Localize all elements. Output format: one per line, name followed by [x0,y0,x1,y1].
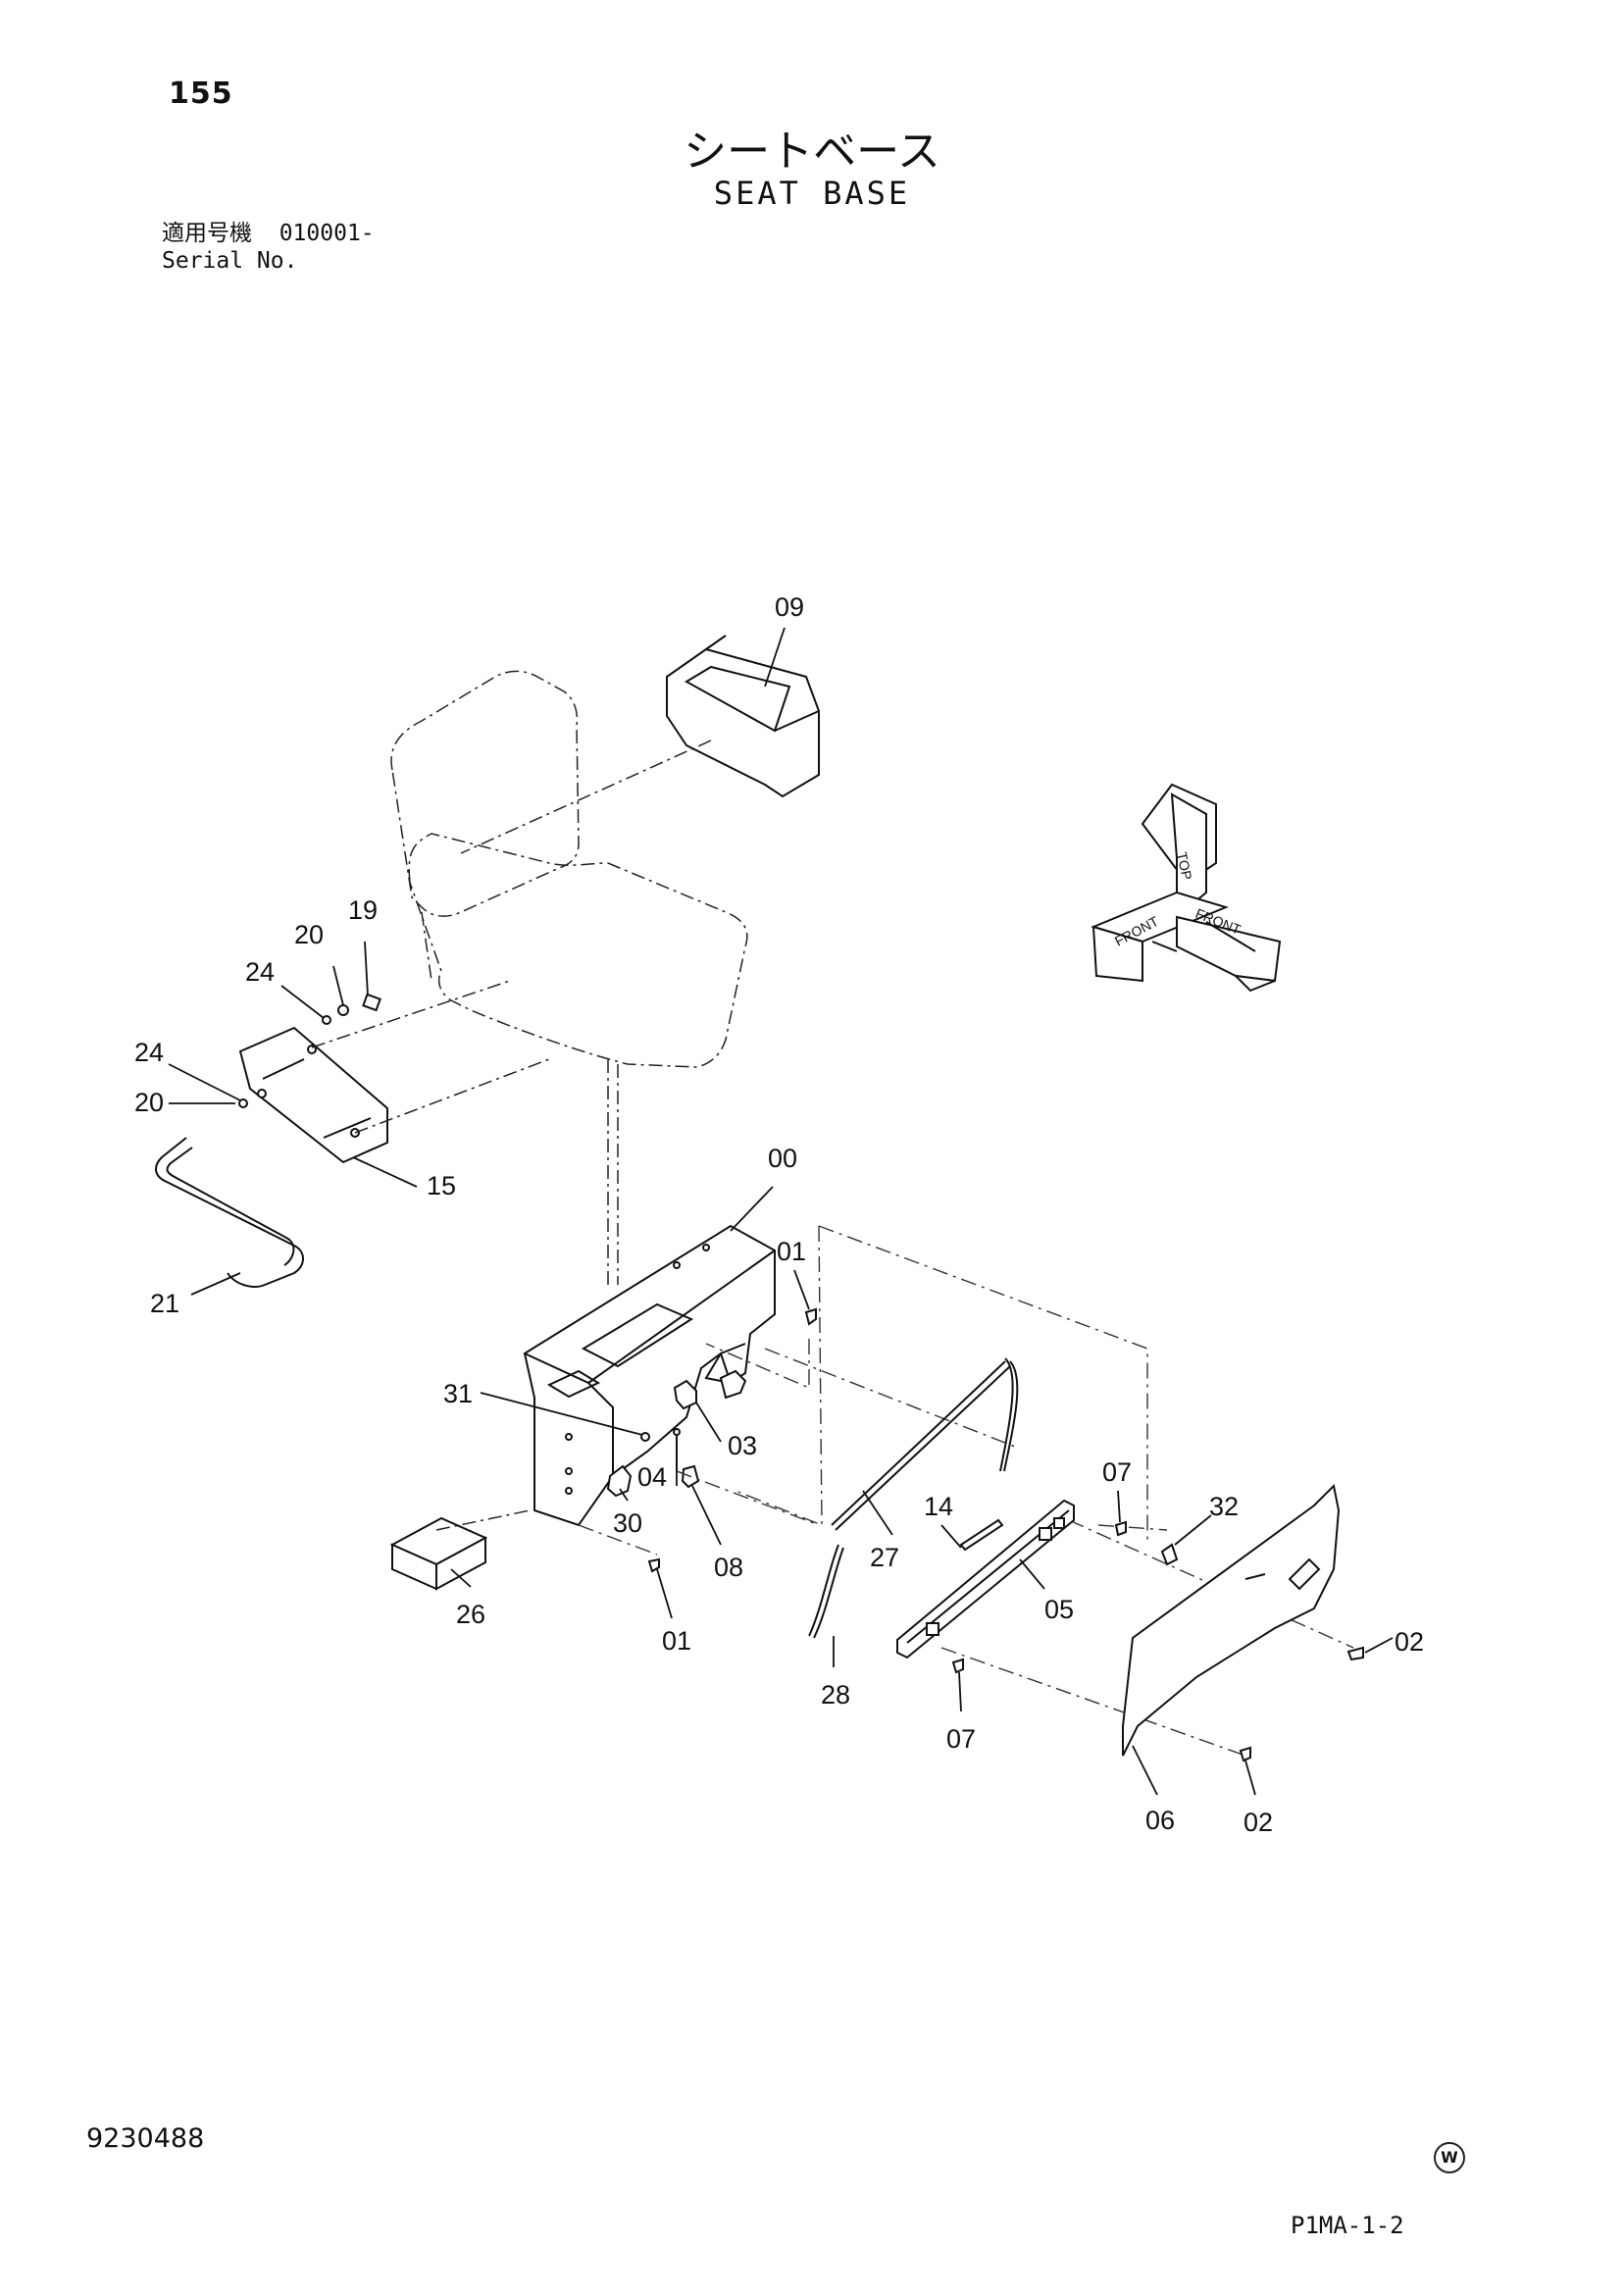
part-21-hook-rod [155,1137,304,1288]
callout-05: 05 [1044,1595,1074,1624]
callout-06: 06 [1145,1806,1175,1835]
page-title-jp: シートベース [684,127,940,177]
part-06-side-cover [1122,1483,1341,1757]
orientation-top-label: TOP [1174,850,1195,881]
callout-21: 21 [150,1289,179,1318]
w-mark-icon: W [1434,2142,1465,2173]
page-number: 155 [169,77,233,111]
callout-07-lower: 07 [946,1724,976,1754]
callout-00: 00 [768,1144,797,1173]
callout-19: 19 [348,895,378,925]
part-09-console-box [460,627,820,854]
callout-03: 03 [728,1431,757,1460]
callout-08: 08 [714,1553,743,1582]
callout-14: 14 [924,1492,953,1521]
part-15-plate [238,980,550,1164]
callout-07-upper: 07 [1102,1457,1132,1487]
callout-20-upper: 20 [294,920,324,949]
document-number: 9230488 [86,2123,205,2154]
part-30-clip [606,1464,633,1498]
callout-04: 04 [637,1462,667,1492]
callout-24-lower: 24 [134,1038,164,1067]
small-fasteners-lower [647,1307,1364,1762]
callout-01-upper: 01 [777,1237,806,1266]
callout-leaders [168,941,1394,1796]
serial-value: 010001- [279,221,375,246]
small-fasteners-upper [238,993,381,1108]
part-00-seat-base-frame [523,1224,776,1527]
serial-number-block: 適用号機 010001- Serial No. [162,220,375,275]
callout-28: 28 [821,1680,850,1709]
serial-label-en: Serial No. [162,248,298,274]
callout-02-lower: 02 [1243,1808,1273,1837]
seat-phantom-outline [390,670,748,1285]
callout-31: 31 [443,1379,473,1408]
part-27-glass-strip [831,1357,1019,1531]
part-14-plate [959,1518,1004,1552]
part-31-bolt [640,1432,650,1442]
callout-26: 26 [456,1600,485,1629]
part-28-edge-strip [808,1544,844,1639]
part-04-bolt [673,1428,681,1471]
callout-30: 30 [613,1508,642,1538]
callout-01-lower: 01 [662,1626,691,1656]
callout-27: 27 [870,1543,899,1572]
part-26-cap [389,1509,531,1591]
part-05-rail [896,1499,1075,1659]
callout-20-lower: 20 [134,1088,164,1117]
callout-32: 32 [1209,1492,1239,1521]
callout-09: 09 [775,592,804,622]
serial-label-jp: 適用号機 [162,221,252,246]
callout-24-upper: 24 [245,957,275,987]
callout-02-right: 02 [1395,1627,1424,1657]
page-code: P1MA-1-2 [1291,2212,1404,2239]
page-title-en: SEAT BASE [713,175,911,212]
callout-15: 15 [427,1171,456,1200]
orientation-indicator-icon: TOP FRONT FRONT [1091,783,1282,993]
